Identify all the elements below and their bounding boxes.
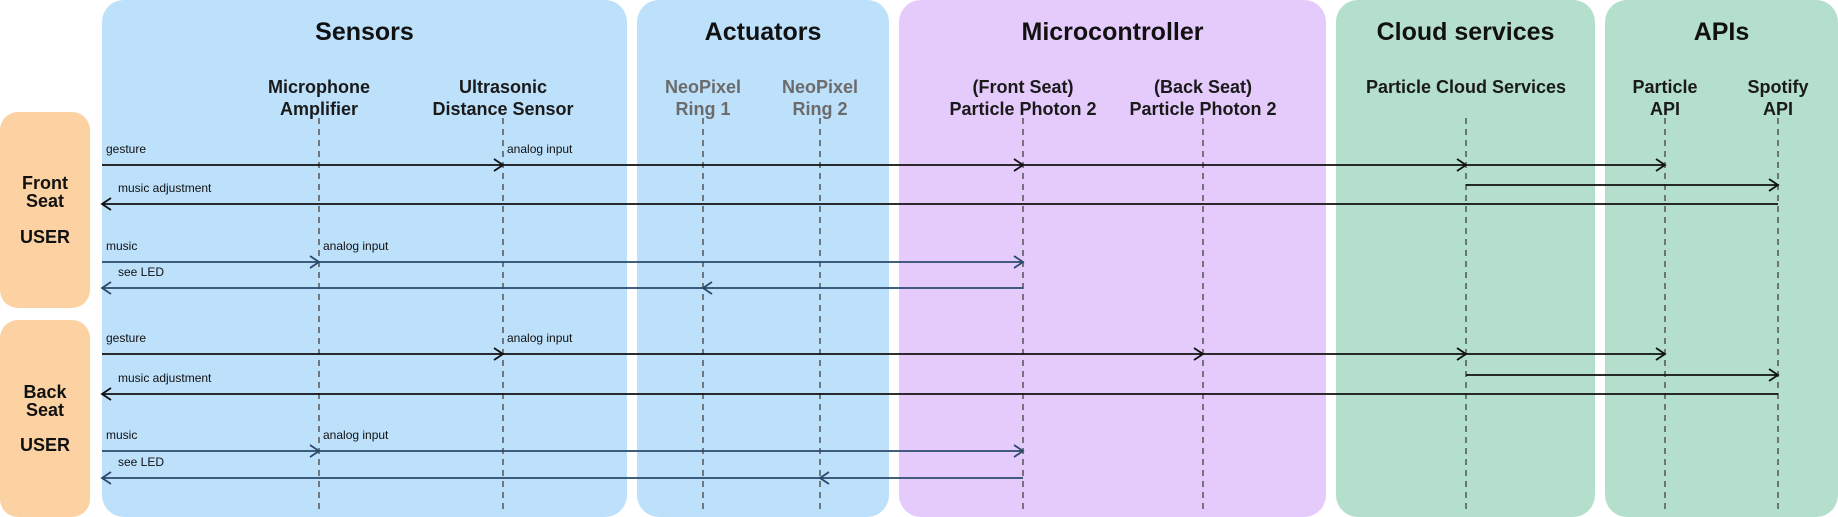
participant-line2: API xyxy=(1649,99,1680,119)
participant-line2: Amplifier xyxy=(279,99,358,119)
message-label: music adjustment xyxy=(118,181,212,195)
message-label: analog input xyxy=(323,428,389,442)
participant-ultrasonic-sensor: Ultrasonic Distance Sensor xyxy=(403,76,603,120)
lane-title-actuators: Actuators xyxy=(704,18,822,46)
participant-microphone-amplifier: Microphone Amplifier xyxy=(219,76,419,120)
participant-line1: (Back Seat) xyxy=(1153,77,1253,97)
message-arrow-back-10 xyxy=(102,347,505,361)
message-arrow-back-12 xyxy=(1203,347,1468,361)
message-arrow-back-13 xyxy=(1466,347,1667,361)
participant-line1: Particle xyxy=(1632,77,1698,97)
participant-line2: Ring 2 xyxy=(792,99,848,119)
message-arrow-back-19 xyxy=(100,471,820,485)
participant-back-photon: (Back Seat) Particle Photon 2 xyxy=(1103,76,1303,120)
lane-title-microcontroller: Microcontroller xyxy=(1021,18,1204,46)
participant-particle-cloud-services: Particle Cloud Services xyxy=(1346,76,1586,98)
user-box-back-seat: Back Seat USER xyxy=(0,320,90,517)
message-arrow-back-15 xyxy=(100,387,1778,401)
message-arrow-front-1 xyxy=(503,158,1025,172)
message-label: analog input xyxy=(323,239,389,253)
participant-line1: NeoPixel xyxy=(664,77,742,97)
message-arrow-front-9 xyxy=(100,281,703,295)
participant-neopixel-ring-2: NeoPixel Ring 2 xyxy=(720,76,920,120)
participant-neopixel-ring-1: NeoPixel Ring 1 xyxy=(603,76,803,120)
user-label-user: USER xyxy=(19,435,70,455)
participant-line2: Ring 1 xyxy=(675,99,731,119)
message-arrow-back-17 xyxy=(319,444,1025,458)
participant-particle-api: Particle API xyxy=(1615,76,1715,120)
user-label-user: USER xyxy=(19,227,70,247)
participant-line1: Spotify xyxy=(1747,77,1809,97)
participant-line1: Ultrasonic xyxy=(458,77,548,97)
message-label: see LED xyxy=(118,455,164,469)
lane-title-apis: APIs xyxy=(1693,18,1750,46)
lane-sensors: Sensors xyxy=(102,0,627,517)
message-label: gesture xyxy=(106,331,146,345)
message-arrow-back-18 xyxy=(818,471,1023,485)
user-box-front-seat: Front Seat USER xyxy=(0,112,90,308)
message-arrow-front-2 xyxy=(1023,158,1468,172)
message-label: analog input xyxy=(507,142,573,156)
message-arrow-front-7 xyxy=(319,255,1025,269)
message-arrow-front-8 xyxy=(701,281,1023,295)
participant-line2: Distance Sensor xyxy=(432,99,574,119)
message-arrow-front-5 xyxy=(100,197,1778,211)
lane-microcontroller: Microcontroller xyxy=(899,0,1326,517)
message-arrow-front-4 xyxy=(1466,178,1780,192)
participant-line2: Particle Photon 2 xyxy=(949,99,1097,119)
message-label: analog input xyxy=(507,331,573,345)
message-arrow-back-11 xyxy=(503,347,1205,361)
message-arrow-back-14 xyxy=(1466,368,1780,382)
message-label: music adjustment xyxy=(118,371,212,385)
message-arrow-front-3 xyxy=(1466,158,1667,172)
lane-title-sensors: Sensors xyxy=(315,18,414,46)
lane-apis: APIs xyxy=(1605,0,1838,517)
user-label-front: Front xyxy=(22,173,68,193)
user-label-seat: Seat xyxy=(25,191,65,211)
user-label-seat: Seat xyxy=(25,400,65,420)
participant-front-photon: (Front Seat) Particle Photon 2 xyxy=(923,76,1123,120)
participant-line1: Microphone xyxy=(268,77,370,97)
message-label: music xyxy=(106,239,137,253)
lane-actuators: Actuators xyxy=(637,0,889,517)
participant-line1: NeoPixel xyxy=(781,77,859,97)
message-label: gesture xyxy=(106,142,146,156)
user-label-back: Back xyxy=(23,382,67,402)
participant-line1: Particle Cloud Services xyxy=(1365,77,1567,97)
participant-line2: Particle Photon 2 xyxy=(1129,99,1277,119)
participant-line1: (Front Seat) xyxy=(972,77,1074,97)
message-label: music xyxy=(106,428,137,442)
participant-line2: API xyxy=(1762,99,1793,119)
message-label: see LED xyxy=(118,265,164,279)
participant-spotify-api: Spotify API xyxy=(1728,76,1828,120)
message-arrow-front-0 xyxy=(102,158,505,172)
lane-title-cloud-services: Cloud services xyxy=(1376,18,1555,46)
